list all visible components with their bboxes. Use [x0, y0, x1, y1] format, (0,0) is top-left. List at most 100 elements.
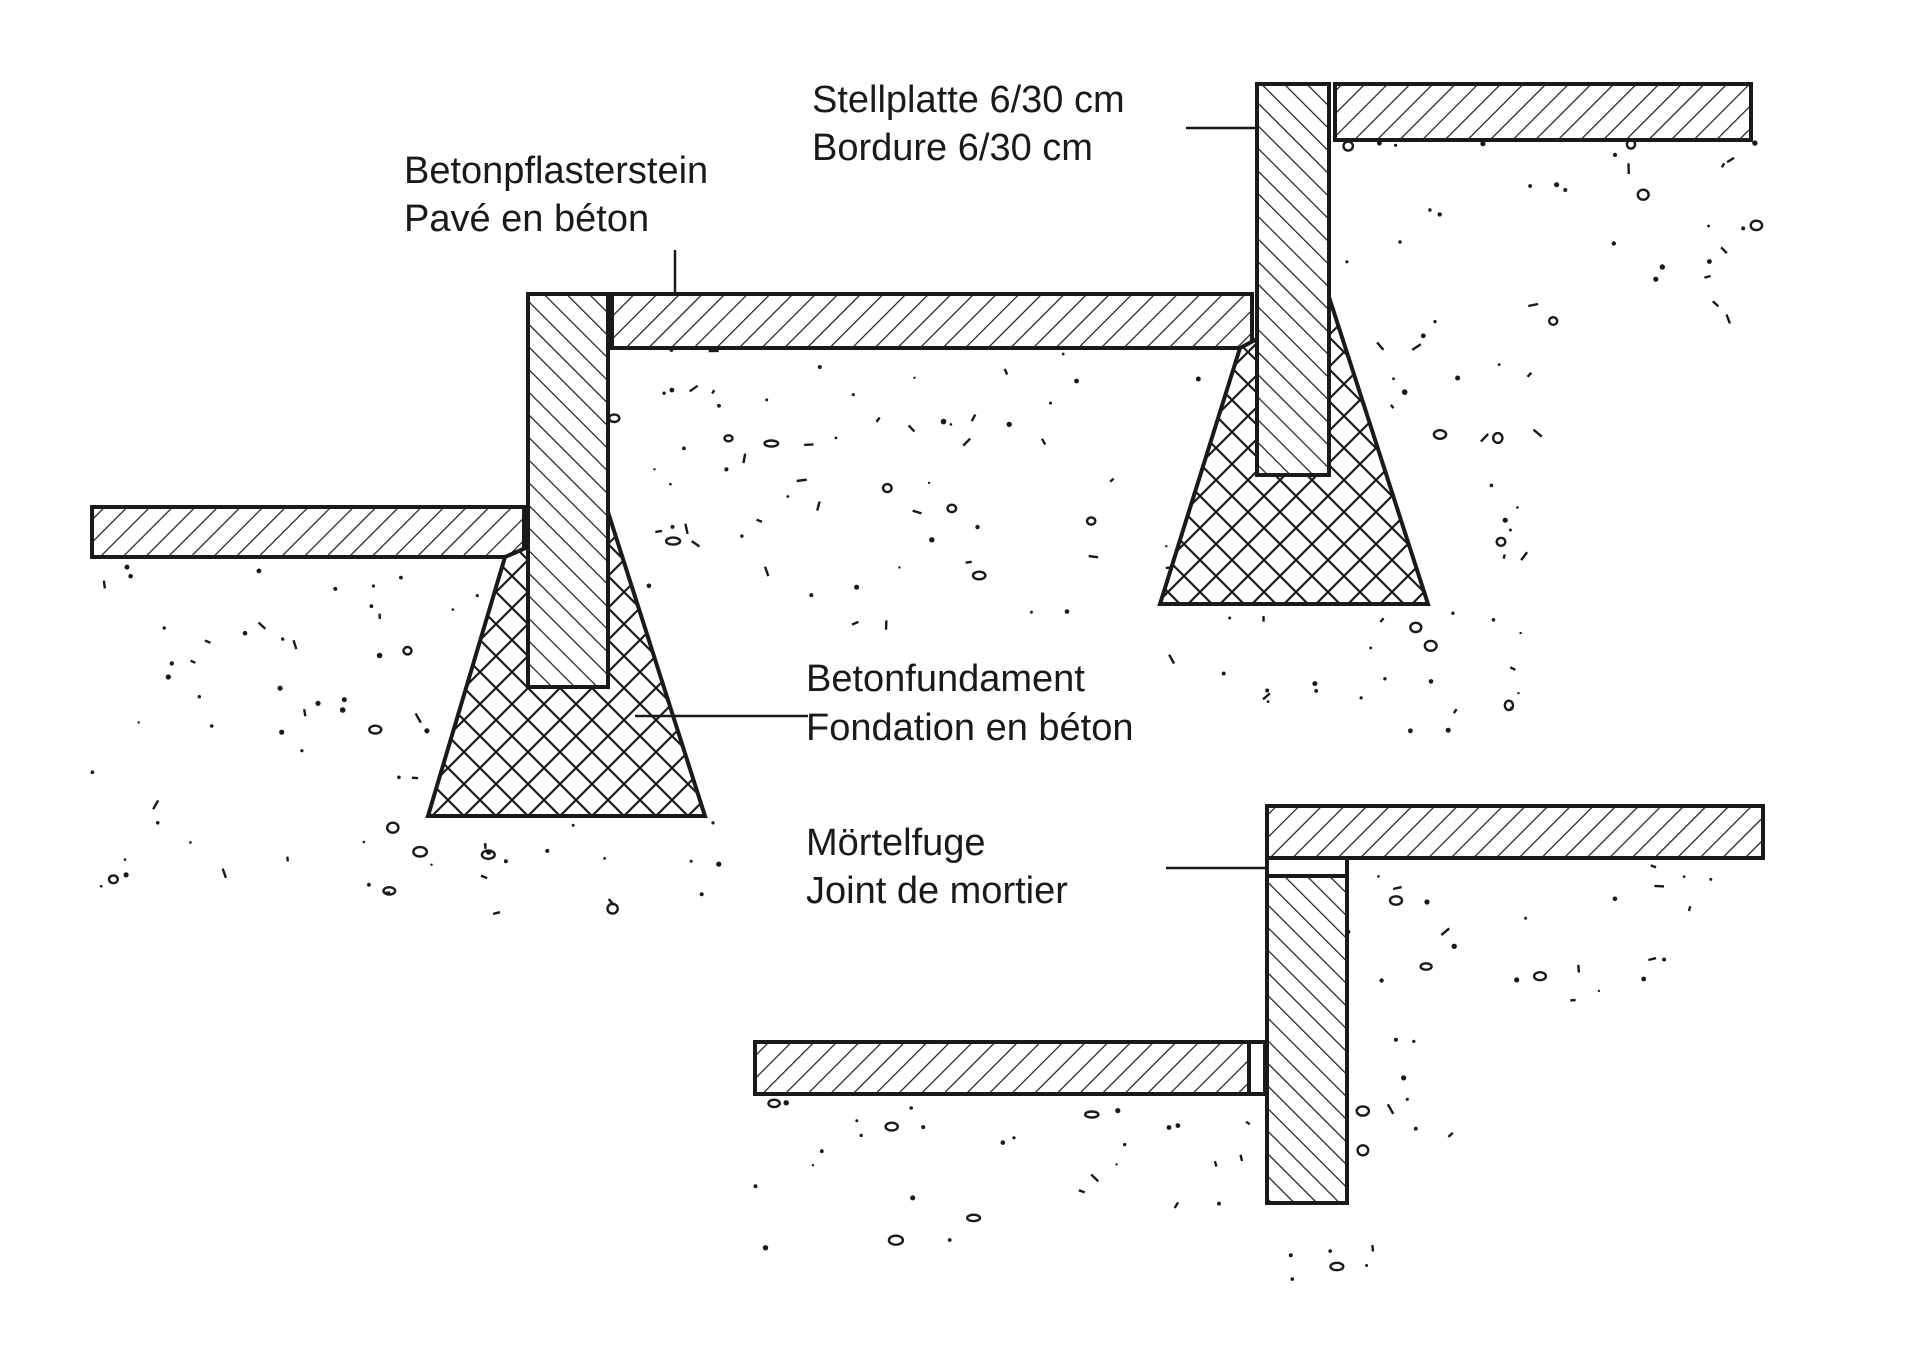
gravel-mark	[1239, 1154, 1244, 1162]
gravel-mark	[1752, 140, 1758, 146]
gravel-mark	[1115, 1108, 1121, 1114]
gravel-mark	[204, 639, 211, 644]
gravel-mark	[851, 620, 859, 626]
gravel-mark	[189, 841, 192, 844]
gravel-mark	[1405, 1097, 1409, 1101]
gravel-mark	[1030, 610, 1033, 614]
gravel-mark	[965, 1213, 982, 1223]
gravel-mark	[1408, 728, 1413, 734]
gravel-mark	[1451, 943, 1457, 949]
gravel-mark	[1428, 679, 1434, 684]
gravel-mark	[1432, 429, 1448, 441]
gravel-mark	[1314, 689, 1319, 693]
gravel-mark	[1109, 477, 1115, 483]
gravel-mark	[1173, 1201, 1180, 1209]
gravel-mark	[962, 437, 972, 447]
gravel-mark	[1088, 554, 1099, 559]
gravel-mark	[1554, 182, 1560, 188]
gravel-mark	[1376, 341, 1385, 351]
gravel-mark	[783, 1100, 789, 1106]
gravel-mark	[1532, 428, 1543, 438]
gravel-mark	[646, 583, 652, 589]
gravel-mark	[1437, 212, 1442, 217]
gravel-mark	[684, 523, 689, 535]
gravel-mark	[756, 518, 763, 523]
gravel-mark	[256, 568, 262, 574]
gravel-mark	[699, 892, 704, 897]
gravel-mark	[717, 403, 721, 408]
gravel-mark	[1383, 677, 1387, 681]
gravel-mark	[123, 872, 129, 878]
gravel-mark	[1006, 421, 1012, 428]
gravel-mark	[339, 707, 346, 713]
gravel-mark	[279, 729, 285, 735]
gravel-mark	[292, 639, 298, 650]
gravel-mark	[281, 637, 285, 641]
gravel-mark	[1519, 631, 1522, 635]
gravel-mark	[1394, 143, 1398, 147]
gravel-mark	[385, 821, 400, 834]
gravel-mark	[1654, 884, 1665, 888]
gravel-mark	[804, 443, 814, 447]
gravel-mark	[1704, 274, 1711, 279]
gravel-mark	[1290, 1277, 1295, 1281]
gravel-mark	[1711, 300, 1720, 308]
upper-section	[90, 82, 1753, 818]
label-stellplatte-fr: Bordure 6/30 cm	[812, 127, 1093, 169]
gravel-mark	[1563, 188, 1568, 192]
gravel-mark	[859, 1133, 863, 1138]
gravel-mark	[653, 468, 656, 471]
gravel-mark	[767, 1098, 781, 1109]
gravel-mark	[402, 645, 413, 656]
gravel-mark	[1369, 646, 1373, 650]
gravel-mark	[1388, 895, 1404, 906]
gravel-mark	[971, 570, 987, 581]
gravel-mark	[1423, 639, 1438, 652]
gravel-mark	[682, 446, 686, 451]
gravel-mark	[940, 418, 947, 425]
gravel-mark	[1611, 241, 1617, 246]
gravel-mark	[607, 413, 621, 424]
label-pflasterstein-de: Betonpflasterstein	[404, 150, 708, 192]
gravel-mark	[1424, 899, 1430, 905]
gravel-mark	[492, 911, 501, 916]
gravel-mark	[723, 434, 734, 443]
gravel-mark	[1497, 363, 1501, 366]
gravel-mark	[362, 840, 366, 844]
paving-slab-lower-left	[753, 1040, 1253, 1096]
gravel-mark	[1502, 517, 1508, 523]
gravel-mark	[1687, 905, 1692, 912]
gravel-mark	[1480, 433, 1489, 443]
gravel-mark	[1491, 618, 1496, 622]
mortar-joint-horizontal	[1265, 856, 1349, 878]
label-pflasterstein-fr: Pavé en béton	[404, 198, 649, 240]
gravel-mark	[1168, 654, 1176, 665]
gravel-mark	[1166, 1125, 1172, 1130]
gravel-mark	[711, 821, 715, 825]
gravel-mark	[162, 626, 166, 630]
gravel-mark	[1452, 708, 1458, 714]
gravel-mark	[1266, 700, 1270, 703]
gravel-mark	[884, 1121, 900, 1132]
gravel-mark	[655, 529, 663, 534]
label-stellplatte-de: Stellplatte 6/30 cm	[812, 79, 1125, 121]
gravel-mark	[1393, 1037, 1398, 1042]
gravel-mark	[155, 821, 160, 825]
gravel-mark	[412, 845, 429, 858]
gravel-mark	[881, 482, 893, 494]
gravel-mark	[1520, 551, 1529, 561]
gravel-mark	[300, 749, 304, 753]
gravel-mark	[1517, 692, 1520, 695]
gravel-mark	[1509, 666, 1516, 671]
gravel-mark	[1653, 276, 1659, 282]
gravel-mark	[480, 874, 488, 880]
gravel-mark	[912, 509, 922, 515]
gravel-mark	[1123, 1142, 1127, 1147]
gravel-mark	[333, 586, 338, 591]
gravel-mark	[1401, 1075, 1407, 1081]
gravel-mark	[809, 593, 814, 598]
gravel-mark	[1659, 264, 1666, 270]
gravel-mark	[1175, 1123, 1181, 1128]
gravel-mark	[662, 391, 666, 395]
gravel-mark	[1641, 976, 1647, 982]
